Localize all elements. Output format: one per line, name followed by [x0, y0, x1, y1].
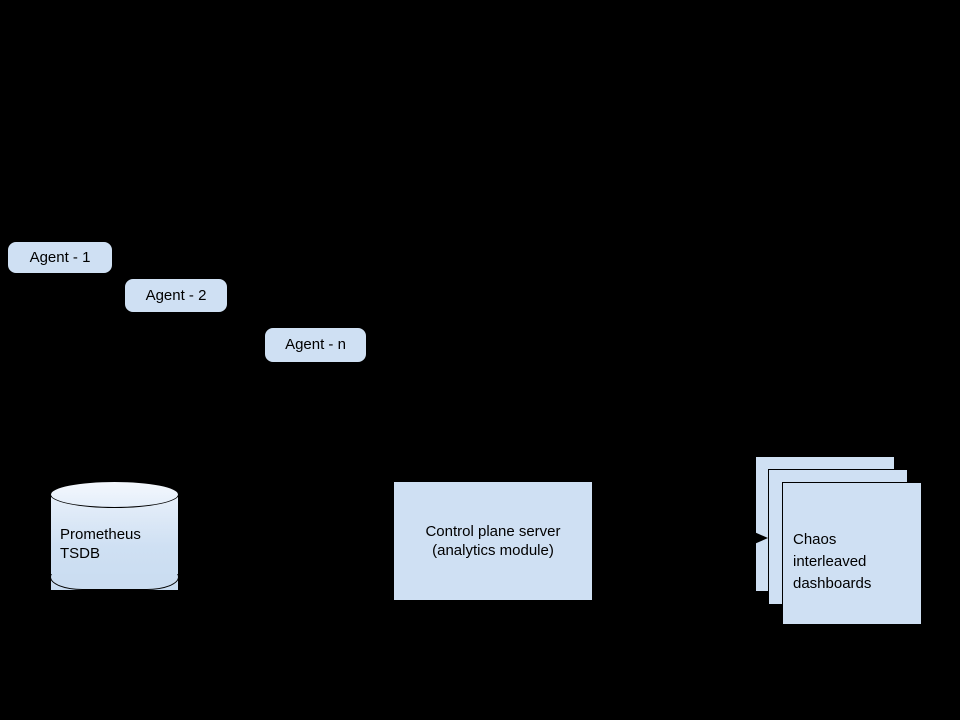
- cylinder-top-ellipse: [50, 481, 179, 508]
- control-plane-line-2: (analytics module): [432, 542, 554, 559]
- node-chaos-dashboards-label: Chaos interleaved dashboards: [793, 529, 918, 595]
- chaos-dashboards-line-1: Chaos: [793, 531, 837, 548]
- dashboard-sheet-front: [782, 482, 922, 625]
- chaos-dashboards-line-3: dashboards: [793, 575, 872, 592]
- node-control-plane-server-label: Control plane server (analytics module): [425, 522, 560, 560]
- node-agent-2-label: Agent - 2: [145, 286, 207, 304]
- prometheus-tsdb-line-1: Prometheus: [60, 526, 141, 543]
- node-chaos-dashboards[interactable]: Chaos interleaved dashboards: [755, 456, 925, 631]
- node-agent-n[interactable]: Agent - n: [264, 327, 367, 363]
- node-agent-1-label: Agent - 1: [29, 248, 91, 266]
- node-agent-2[interactable]: Agent - 2: [124, 278, 228, 313]
- node-prometheus-tsdb-label: Prometheus TSDB: [50, 525, 179, 563]
- prometheus-tsdb-line-2: TSDB: [60, 545, 101, 562]
- control-plane-line-1: Control plane server: [425, 523, 561, 540]
- chaos-dashboards-line-2: interleaved: [793, 553, 867, 570]
- node-prometheus-tsdb[interactable]: Prometheus TSDB: [50, 481, 179, 603]
- node-control-plane-server[interactable]: Control plane server (analytics module): [393, 481, 593, 601]
- node-agent-1[interactable]: Agent - 1: [7, 241, 113, 274]
- node-agent-n-label: Agent - n: [285, 336, 346, 353]
- arrow-control-plane-to-dashboards: [752, 531, 768, 545]
